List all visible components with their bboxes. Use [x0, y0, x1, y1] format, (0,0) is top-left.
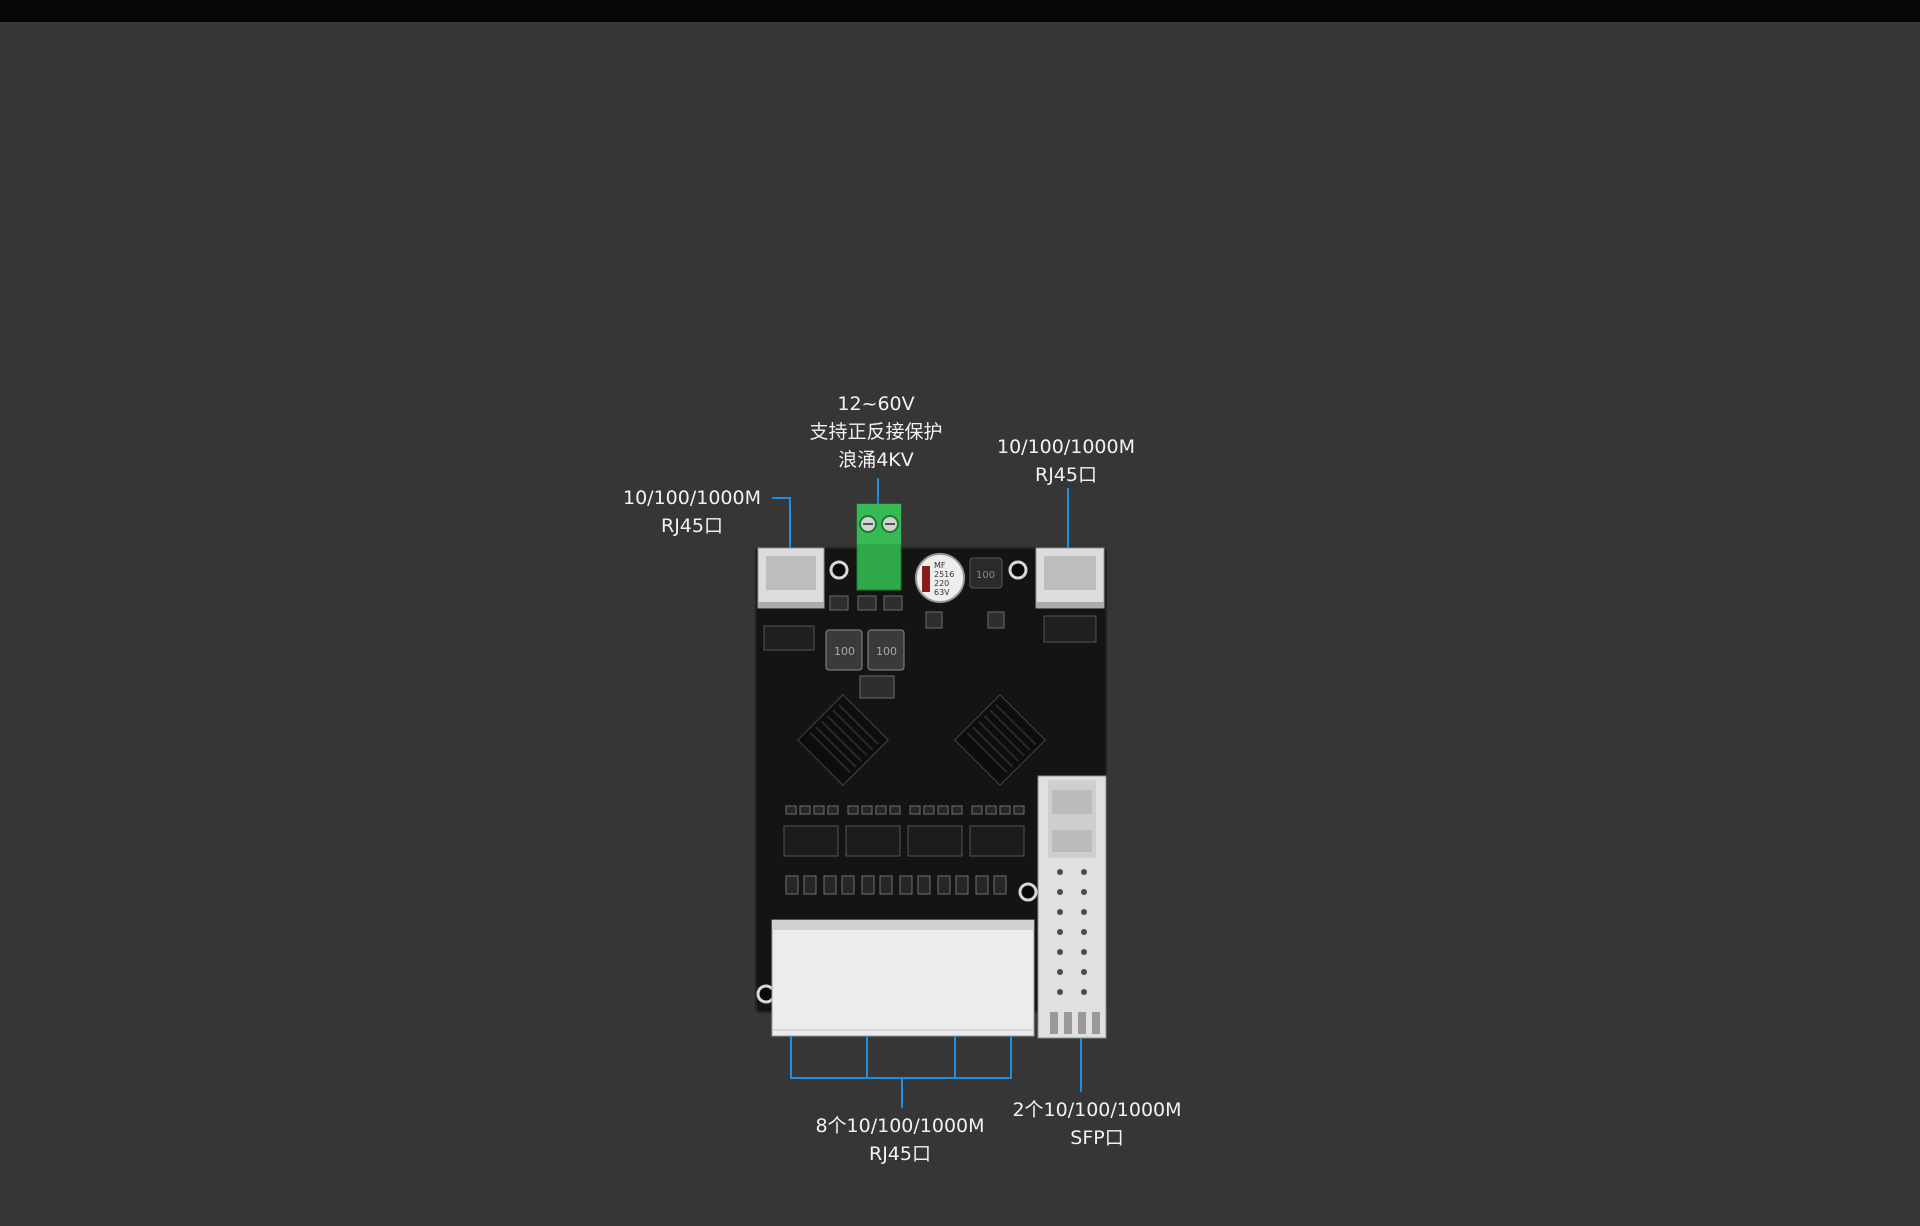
power-inductors: 100 100: [825, 629, 905, 671]
sfp-cage: [1037, 775, 1107, 1039]
right-port-speed: 10/100/1000M: [997, 436, 1135, 458]
callout-lines: [772, 478, 1082, 1108]
switch-chip-left: [797, 694, 889, 786]
left-port-label: 10/100/1000M RJ45口: [612, 484, 772, 540]
small-inductor: 100: [969, 557, 1003, 589]
rj45-port-left: [757, 547, 825, 609]
callout-left-port: [772, 497, 791, 548]
switch-chip-right: [954, 694, 1046, 786]
magnetics-top: [763, 615, 1097, 651]
rj45-bank-type: RJ45口: [869, 1143, 931, 1165]
resistor-rows: [785, 805, 1025, 895]
right-port-type: RJ45口: [1035, 464, 1097, 486]
rj45-bank-label: 8个10/100/1000M RJ45口: [800, 1112, 1000, 1168]
smd-components: [829, 595, 1005, 699]
inductor-right-mark: 100: [876, 645, 897, 658]
small-inductor-mark: 100: [976, 570, 995, 581]
capacitor-mark-3: 220: [934, 579, 949, 588]
power-surge: 浪涌4KV: [838, 449, 914, 471]
magnetics-bottom: [783, 825, 1025, 857]
sfp-bank-type: SFP口: [1070, 1127, 1124, 1149]
capacitor-mark-1: MF: [934, 561, 946, 570]
power-voltage: 12~60V: [837, 393, 915, 415]
sfp-bank-label: 2个10/100/1000M SFP口: [997, 1096, 1197, 1152]
capacitor-mark-4: 63V: [934, 588, 950, 597]
capacitor-mark-2: 2516: [934, 570, 954, 579]
rj45-bank: [771, 919, 1035, 1037]
right-port-label: 10/100/1000M RJ45口: [986, 433, 1146, 489]
callout-rj45-bank: [790, 1036, 1012, 1079]
capacitor: [915, 553, 965, 603]
rj45-bank-speed: 8个10/100/1000M: [815, 1115, 985, 1137]
left-port-type: RJ45口: [661, 515, 723, 537]
sfp-bank-speed: 2个10/100/1000M: [1012, 1099, 1182, 1121]
left-port-speed: 10/100/1000M: [623, 487, 761, 509]
top-bar: [0, 0, 1920, 22]
capacitor-markings: MF 2516 220 63V: [934, 561, 954, 597]
inductor-left-mark: 100: [834, 645, 855, 658]
power-label: 12~60V 支持正反接保护 浪涌4KV: [796, 390, 956, 474]
power-terminal-block: [856, 503, 902, 591]
power-protection: 支持正反接保护: [809, 421, 943, 443]
rj45-port-right: [1035, 547, 1105, 609]
